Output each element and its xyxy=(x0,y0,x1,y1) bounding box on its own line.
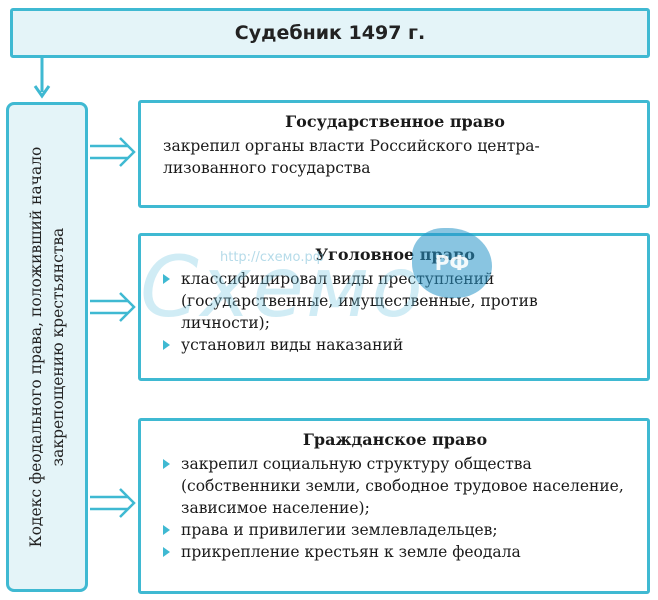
triangle-right-icon xyxy=(163,459,170,469)
card-title: Уголовное право xyxy=(315,245,475,264)
list-item-text: классифицировал виды преступлений (госуд… xyxy=(181,270,538,332)
list-item: прикрепление крестьян к земле феодала xyxy=(159,541,631,563)
list-item-text: установил виды наказаний xyxy=(181,336,404,354)
card-list: закрепил социальную структуру общества (… xyxy=(159,453,631,563)
list-item-text: прикрепление крестьян к земле феодала xyxy=(181,543,521,561)
double-arrow-1 xyxy=(90,137,136,167)
double-arrow-2 xyxy=(90,292,136,322)
triangle-right-icon xyxy=(163,547,170,557)
card-civil-law: Гражданское право закрепил социальную ст… xyxy=(138,418,650,594)
card-state-law: Государственное право закрепил органы вл… xyxy=(138,100,650,208)
triangle-right-icon xyxy=(163,274,170,284)
list-item-text: права и привилегии землевладельцев; xyxy=(181,521,498,539)
side-label: Кодекс феодального права, положивший нач… xyxy=(27,146,67,548)
card-list: классифицировал виды преступлений (госуд… xyxy=(159,268,631,356)
down-arrow xyxy=(33,58,51,99)
card-title: Гражданское право xyxy=(302,430,488,449)
card-title: Государственное право xyxy=(285,112,505,131)
list-item: закрепил социальную структуру общества (… xyxy=(159,453,631,519)
triangle-right-icon xyxy=(163,340,170,350)
card-criminal-law: Уголовное право классифицировал виды пре… xyxy=(138,233,650,381)
list-item: классифицировал виды преступлений (госуд… xyxy=(159,268,631,334)
side-box: Кодекс феодального права, положивший нач… xyxy=(6,102,88,592)
list-item: права и привилегии землевладельцев; xyxy=(159,519,631,541)
double-arrow-3 xyxy=(90,488,136,518)
list-item-text: закрепил социальную структуру общества (… xyxy=(181,455,624,517)
diagram-title: Судебник 1497 г. xyxy=(234,22,426,44)
triangle-right-icon xyxy=(163,525,170,535)
list-item: установил виды наказаний xyxy=(159,334,631,356)
title-box: Судебник 1497 г. xyxy=(10,8,650,58)
card-text: закрепил органы власти Российского центр… xyxy=(163,137,540,177)
